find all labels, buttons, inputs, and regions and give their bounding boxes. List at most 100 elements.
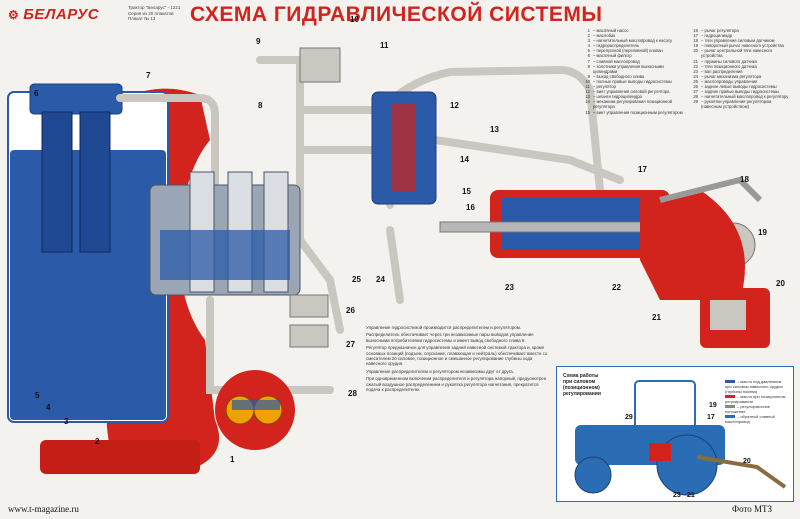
callout-12: 12 xyxy=(450,101,459,110)
logo-text: БЕЛАРУС xyxy=(23,6,100,23)
callout-23: 23 xyxy=(505,283,514,292)
legend-item: 1– масляный насос xyxy=(587,28,629,33)
legend-item: 10– полные правые выводы гидросистемы xyxy=(585,78,672,84)
filter-element xyxy=(41,111,73,253)
inset-callout-17: 17 xyxy=(707,414,715,421)
legend-item: 12– винт управления силовой регулятора xyxy=(585,89,670,95)
callout-18: 18 xyxy=(740,175,749,184)
legend-item: 23– вал распределения xyxy=(693,68,743,74)
legend-item: 18– тяги управления силовым датчиком xyxy=(693,38,775,44)
page-title: СХЕМА ГИДРАВЛИЧЕСКОЙ СИСТЕМЫ xyxy=(190,3,603,26)
callout-21: 21 xyxy=(652,313,661,322)
rear-axle-housing xyxy=(640,190,745,300)
legend-item: 27– задние правые выводы гидросистемы xyxy=(693,89,779,95)
legend-item: 7– сливной маслопровод xyxy=(587,58,640,64)
inset-callout-19: 19 xyxy=(709,402,717,409)
callout-28: 28 xyxy=(348,389,357,398)
legend-item: 9– выход свободного слива xyxy=(587,73,645,79)
note-paragraph: Управление распределителем и регулятором… xyxy=(366,368,514,374)
legend-item: 20– рычаг центральной тяги навесного уст… xyxy=(693,48,773,59)
outlets-26 xyxy=(289,294,329,318)
control-pipes xyxy=(386,226,404,304)
footer-site: www.t-magazine.ru xyxy=(8,504,79,514)
model-line: Серия из 20 плакатов xyxy=(128,10,174,16)
regulator-core xyxy=(392,104,416,192)
inset-regulator xyxy=(649,443,671,461)
legend-item: 29– рукоятки управления регулятором (нав… xyxy=(693,99,772,110)
drain-pipe xyxy=(116,94,219,194)
legend-item: 24– рычаг механизма регулятора xyxy=(693,73,762,79)
regulator-pipe xyxy=(296,65,604,194)
inset-legend-item: – масло под давлением при силовом навесн… xyxy=(725,379,783,394)
callout-1: 1 xyxy=(230,455,235,464)
pressure-pipe-28 xyxy=(206,296,334,394)
callout-20: 20 xyxy=(776,279,785,288)
inset-callout-21: 21 xyxy=(687,492,695,499)
legend-item: 21– пружины силового датчика xyxy=(693,58,757,64)
legend-item: 4– гидрораспределитель xyxy=(587,43,640,49)
inset-callout-23: 23 xyxy=(673,492,681,499)
legend-item: 15– винт управления позиционным регулято… xyxy=(585,109,683,115)
callout-17: 17 xyxy=(638,165,647,174)
inset-legend-item: – масло при позиционном регулировании xyxy=(725,394,786,404)
front-outlets-10 xyxy=(299,47,341,83)
legend-column-right: 16– рычаг регулятора 17– гидроцилиндр 18… xyxy=(688,28,792,110)
inset-tractor-drawing: 29 19 17 20 21 23 xyxy=(574,380,787,499)
distributor-oil xyxy=(160,230,290,280)
callout-13: 13 xyxy=(490,125,499,134)
callout-9: 9 xyxy=(256,37,261,46)
note-paragraph: При одновременном включении распределите… xyxy=(366,376,547,393)
legend-item: 6– масляный фильтр xyxy=(587,53,632,59)
tractor-front-wheel xyxy=(574,456,612,494)
callout-22: 22 xyxy=(612,283,621,292)
callout-7: 7 xyxy=(146,71,151,80)
note-paragraph: Регулятор предназначен для управления за… xyxy=(366,345,548,367)
lift-linkage xyxy=(659,176,763,203)
callout-14: 14 xyxy=(460,155,469,164)
poster-series-info: Трактор "Беларус" - 1221 Серия из 20 пла… xyxy=(128,5,180,22)
legend-item: 13– шланги гидроцилиндра xyxy=(585,94,642,100)
inset-linkage xyxy=(696,455,787,489)
legend-item: 2– маслобак xyxy=(587,33,616,39)
housing-base xyxy=(40,440,200,474)
callout-24: 24 xyxy=(376,275,385,284)
logo-mark-icon: ⚙ xyxy=(8,7,20,22)
description-notes: Управление гидросистемой производится ра… xyxy=(366,325,548,394)
callout-5: 5 xyxy=(35,391,40,400)
outlets-27 xyxy=(289,324,329,348)
pump-inlet xyxy=(232,400,280,410)
legend-item: 25– маслопроводы управления xyxy=(693,78,758,84)
legend-item: 11– регулятор xyxy=(585,84,616,90)
inset-tractor-scheme: Схема работы при силовом (позиционном) р… xyxy=(556,366,794,502)
callout-3: 3 xyxy=(64,417,69,426)
legend-item: 26– задние левые выводы гидросистемы xyxy=(693,84,777,90)
swatch xyxy=(725,405,735,409)
note-paragraph: Управление гидросистемой производится ра… xyxy=(366,325,521,330)
callout-6: 6 xyxy=(34,89,39,98)
callout-19: 19 xyxy=(758,228,767,237)
legend-item: 14– механизм регулирования позиционной р… xyxy=(585,99,672,110)
inset-title: Схема работы при силовом (позиционном) р… xyxy=(563,373,601,397)
inset-legend-item: – регулировочное положение xyxy=(725,404,771,414)
callout-11: 11 xyxy=(380,41,389,50)
callout-26: 26 xyxy=(346,306,355,315)
oil-filter xyxy=(29,83,123,115)
legend-column-left: 1– масляный насос 2– маслобак 3– нагнета… xyxy=(580,28,684,115)
legend-item: 8– золотники управления выносными цилинд… xyxy=(587,63,664,74)
swatch xyxy=(725,415,735,419)
parts-legend: 1– масляный насос 2– маслобак 3– нагнета… xyxy=(580,28,795,176)
legend-item: 17– гидроцилиндр xyxy=(693,33,733,39)
force-sensor-springs xyxy=(710,300,746,330)
callout-25: 25 xyxy=(352,275,361,284)
filter-element xyxy=(79,111,111,253)
belarus-logo: ⚙ БЕЛАРУС xyxy=(8,6,99,23)
callout-2: 2 xyxy=(95,437,100,446)
callout-8: 8 xyxy=(258,101,263,110)
swatch xyxy=(725,380,735,384)
footer-credit: Фото МТЗ xyxy=(732,504,773,514)
model-line: Плакат № 13 xyxy=(128,16,156,21)
callout-27: 27 xyxy=(346,340,355,349)
legend-item: 22– тяги позиционного датчика xyxy=(693,63,757,69)
